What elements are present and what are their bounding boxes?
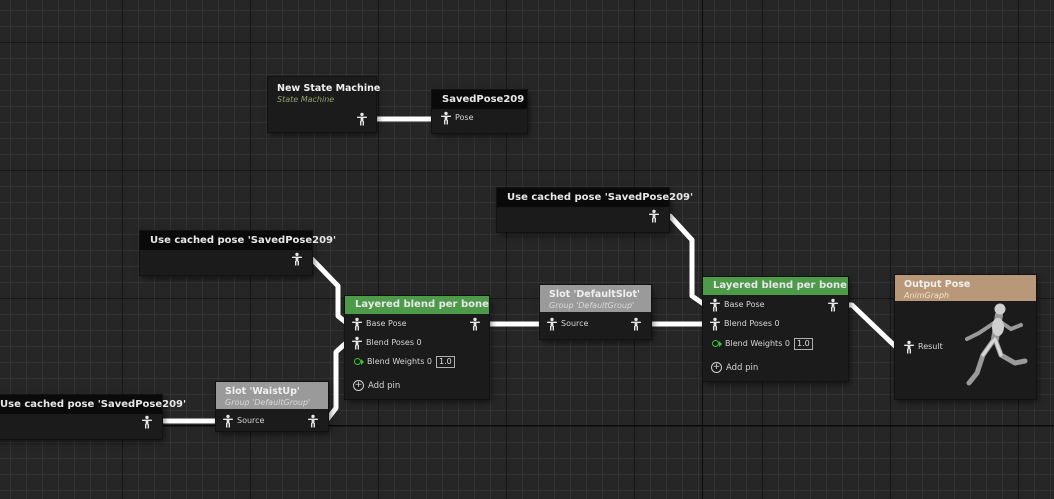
slot-waist-header: Slot 'WaistUp' Group 'DefaultGroup' [216, 382, 328, 409]
output-pose-title: Output Pose [904, 279, 971, 290]
slot-waist-source-pin[interactable]: Source [222, 414, 264, 428]
layered-blend-node-left[interactable]: Layered blend per bone Base Pose Blend P… [345, 296, 489, 399]
graph-origin-axis-vertical [702, 0, 703, 499]
pose-pin-icon [141, 415, 153, 429]
pose-pin-icon [440, 111, 452, 125]
slot-default-header: Slot 'DefaultSlot' Group 'DefaultGroup' [540, 285, 651, 312]
pose-pin-icon [630, 317, 642, 331]
slot-default-source-pin[interactable]: Source [546, 317, 588, 331]
output-pose-pin-label: Result [918, 342, 943, 351]
pose-output-pin[interactable] [307, 414, 319, 428]
slot-default-subtitle: Group 'DefaultGroup' [549, 301, 635, 310]
saved-pose-pin-label: Pose [455, 113, 474, 122]
mannequin-running-icon [965, 303, 1028, 386]
output-pose-subtitle: AnimGraph [904, 291, 950, 300]
pose-pin-icon [709, 298, 721, 312]
float-pin-icon [354, 358, 361, 365]
blend-left-base-pose-pin[interactable]: Base Pose [351, 317, 407, 331]
blend-weights-label: Blend Weights 0 [725, 339, 790, 348]
pose-output-pin[interactable] [469, 317, 481, 331]
slot-default-node[interactable]: Slot 'DefaultSlot' Group 'DefaultGroup' … [540, 285, 651, 339]
pose-pin-icon [351, 317, 363, 331]
pose-pin-icon [709, 317, 721, 331]
add-pin-button[interactable]: + Add pin [711, 361, 758, 375]
pose-pin-icon [546, 317, 558, 331]
float-pin-arrow-icon [719, 340, 722, 347]
blend-weight-value-input[interactable]: 1.0 [794, 338, 813, 350]
state-machine-header: New State Machine State Machine [268, 77, 381, 104]
blend-weights-label: Blend Weights 0 [367, 357, 432, 366]
slot-waist-subtitle: Group 'DefaultGroup' [225, 398, 311, 407]
slot-waist-title: Slot 'WaistUp' [225, 386, 300, 397]
saved-pose-node[interactable]: SavedPose209 Pose [432, 90, 527, 133]
pose-pin-icon [356, 112, 368, 126]
pose-pin-icon [307, 414, 319, 428]
blend-poses-label: Blend Poses 0 [724, 319, 780, 328]
output-pose-node[interactable]: Output Pose AnimGraph Result [895, 275, 1036, 399]
add-pin-button[interactable]: + Add pin [353, 379, 400, 393]
cached-pose-node-top[interactable]: Use cached pose 'SavedPose209' [497, 188, 693, 232]
cached-pose-bottom-title: Use cached pose 'SavedPose209' [0, 395, 186, 414]
state-machine-title: New State Machine [277, 83, 381, 94]
plus-circle-icon: + [353, 380, 364, 391]
cached-pose-top-title: Use cached pose 'SavedPose209' [497, 188, 693, 207]
state-machine-subtitle: State Machine [277, 95, 335, 104]
cached-pose-node-bottom[interactable]: Use cached pose 'SavedPose209' [0, 395, 186, 439]
pose-output-pin[interactable] [141, 415, 153, 429]
blend-left-blend-poses-pin[interactable]: Blend Poses 0 [351, 336, 422, 350]
layered-blend-node-right[interactable]: Layered blend per bone Base Pose Blend P… [703, 277, 848, 381]
blend-poses-label: Blend Poses 0 [366, 338, 422, 347]
pose-pin-icon [903, 340, 915, 354]
slot-waist-node[interactable]: Slot 'WaistUp' Group 'DefaultGroup' Sour… [216, 382, 328, 431]
saved-pose-title: SavedPose209 [432, 90, 527, 109]
base-pose-label: Base Pose [724, 300, 765, 309]
pose-pin-icon [827, 298, 839, 312]
state-machine-node[interactable]: New State Machine State Machine [268, 77, 381, 132]
float-pin-arrow-icon [361, 358, 364, 365]
output-pose-result-pin[interactable]: Result [903, 340, 943, 354]
pose-pin-icon [469, 317, 481, 331]
blend-right-blend-weights-pin[interactable]: Blend Weights 0 1.0 [711, 337, 813, 351]
add-pin-label: Add pin [368, 381, 401, 391]
cached-pose-node-mid[interactable]: Use cached pose 'SavedPose209' [140, 231, 336, 275]
output-pose-header: Output Pose AnimGraph [895, 275, 1036, 301]
base-pose-label: Base Pose [366, 319, 407, 328]
slot-default-title: Slot 'DefaultSlot' [549, 289, 640, 300]
pose-pin-icon [351, 336, 363, 350]
add-pin-label: Add pin [726, 363, 759, 373]
blend-left-blend-weights-pin[interactable]: Blend Weights 0 1.0 [353, 355, 455, 369]
slot-waist-pin-label: Source [237, 416, 265, 425]
pose-output-pin[interactable] [356, 112, 368, 126]
layered-blend-left-title: Layered blend per bone [345, 296, 489, 314]
layered-blend-right-title: Layered blend per bone [703, 277, 848, 295]
pose-output-pin[interactable] [648, 209, 660, 223]
pose-pin-icon [648, 209, 660, 223]
pose-pin-icon [291, 252, 303, 266]
blend-right-base-pose-pin[interactable]: Base Pose [709, 298, 765, 312]
saved-pose-input-pin[interactable]: Pose [440, 111, 474, 125]
blend-right-blend-poses-pin[interactable]: Blend Poses 0 [709, 317, 780, 331]
slot-default-pin-label: Source [561, 319, 589, 328]
plus-circle-icon: + [711, 362, 722, 373]
pose-output-pin[interactable] [827, 298, 839, 312]
float-pin-icon [712, 340, 719, 347]
pose-output-pin[interactable] [291, 252, 303, 266]
pose-output-pin[interactable] [630, 317, 642, 331]
pose-pin-icon [222, 414, 234, 428]
cached-pose-mid-title: Use cached pose 'SavedPose209' [140, 231, 336, 250]
graph-origin-axis-horizontal [0, 425, 1054, 426]
blend-weight-value-input[interactable]: 1.0 [436, 356, 455, 368]
